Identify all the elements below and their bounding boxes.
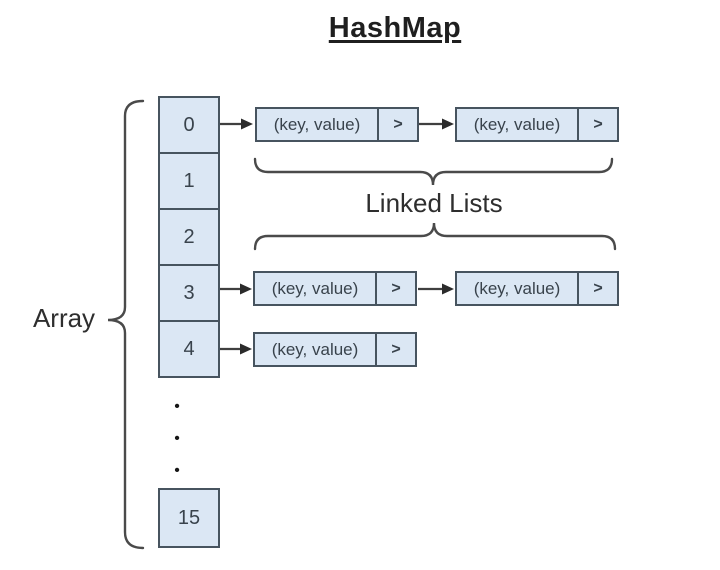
array-brace: [107, 99, 145, 550]
array-column: 0 1 2 3 4: [158, 96, 220, 378]
ellipsis-dot: •: [174, 462, 180, 479]
list-node-bucket3-2: (key, value) >: [455, 271, 619, 306]
arrowhead-cell3: [240, 283, 252, 295]
array-cell-15: 15: [158, 488, 220, 548]
linked-lists-label: Linked Lists: [365, 188, 503, 218]
linked-lists-overbrace: [253, 222, 617, 251]
array-cell-0: 0: [160, 98, 218, 154]
node-next-pointer: >: [375, 273, 415, 304]
list-node-bucket0-2: (key, value) >: [455, 107, 619, 142]
diagram-title: HashMap: [328, 12, 462, 44]
node-key-value: (key, value): [273, 114, 361, 134]
array-cell-1: 1: [160, 154, 218, 210]
arrowhead-cell4: [240, 343, 252, 355]
arrowhead-cell0: [241, 118, 253, 130]
list-node-bucket3-1: (key, value) >: [253, 271, 417, 306]
node-key-value: (key, value): [473, 278, 561, 298]
ellipsis-dot: •: [174, 430, 180, 447]
node-key-value: (key, value): [271, 339, 359, 359]
list-node-bucket4-1: (key, value) >: [253, 332, 417, 367]
ellipsis-dot: •: [174, 398, 180, 415]
array-label: Array: [32, 303, 96, 333]
node-key-value: (key, value): [271, 278, 359, 298]
linked-lists-underbrace: [253, 157, 614, 186]
list-node-bucket0-1: (key, value) >: [255, 107, 419, 142]
array-cell-2: 2: [160, 210, 218, 266]
array-cell-3: 3: [160, 266, 218, 322]
node-next-pointer: >: [577, 273, 617, 304]
node-next-pointer: >: [377, 109, 417, 140]
node-next-pointer: >: [577, 109, 617, 140]
arrowhead-row0: [442, 118, 454, 130]
array-cell-4: 4: [183, 337, 195, 360]
arrowhead-row3: [442, 283, 454, 295]
node-key-value: (key, value): [473, 114, 561, 134]
node-next-pointer: >: [375, 334, 415, 365]
